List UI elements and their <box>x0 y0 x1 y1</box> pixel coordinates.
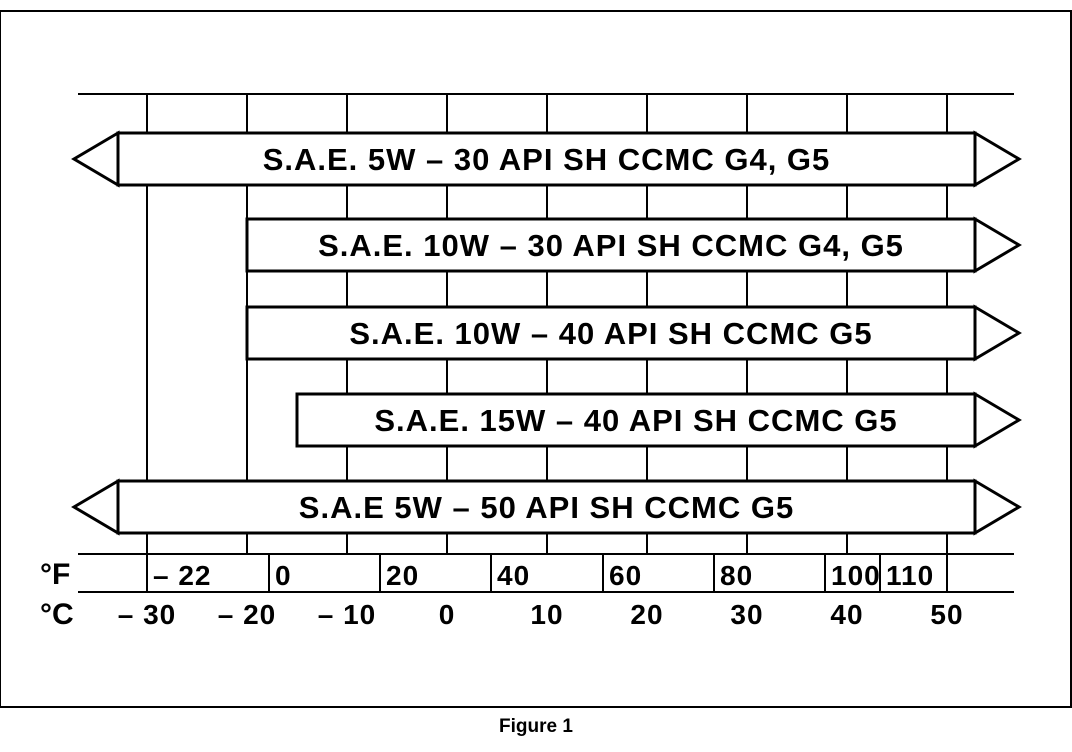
band-label: S.A.E 5W – 50 API SH CCMC G5 <box>299 490 794 525</box>
fahrenheit-tick-label: 100 <box>831 560 881 591</box>
viscosity-bands: S.A.E. 5W – 30 API SH CCMC G4, G5 S.A.E. … <box>71 130 1022 536</box>
viscosity-band: S.A.E. 5W – 30 API SH CCMC G4, G5 <box>71 130 1022 188</box>
band-arrow-right <box>973 304 1022 362</box>
celsius-tick-label: 40 <box>830 599 863 630</box>
celsius-tick-label: 30 <box>730 599 763 630</box>
figure-frame <box>0 10 1072 708</box>
fahrenheit-tick-label: – 22 <box>153 560 212 591</box>
fahrenheit-tick-label: 20 <box>386 560 419 591</box>
band-label: S.A.E. 10W – 40 API SH CCMC G5 <box>349 316 872 351</box>
fahrenheit-tick-label: 0 <box>275 560 292 591</box>
viscosity-band: S.A.E. 10W – 30 API SH CCMC G4, G5 <box>245 216 1022 274</box>
band-arrow-left <box>71 130 120 188</box>
fahrenheit-unit-label: °F <box>40 558 70 591</box>
fahrenheit-tick-label: 80 <box>720 560 753 591</box>
band-arrow-right <box>973 391 1022 449</box>
celsius-tick-label: – 10 <box>318 599 377 630</box>
fahrenheit-tick-label: 60 <box>609 560 642 591</box>
band-arrow-right <box>973 130 1022 188</box>
celsius-tick-label: 0 <box>439 599 456 630</box>
celsius-tick-label: 20 <box>630 599 663 630</box>
band-label: S.A.E. 15W – 40 API SH CCMC G5 <box>374 403 897 438</box>
band-label: S.A.E. 10W – 30 API SH CCMC G4, G5 <box>318 228 904 263</box>
viscosity-band: S.A.E. 15W – 40 API SH CCMC G5 <box>295 391 1022 449</box>
band-arrow-right <box>973 478 1022 536</box>
band-bar <box>245 217 977 273</box>
band-arrow-right <box>973 216 1022 274</box>
viscosity-band: S.A.E. 10W – 40 API SH CCMC G5 <box>245 304 1022 362</box>
viscosity-band: S.A.E 5W – 50 API SH CCMC G5 <box>71 478 1022 536</box>
celsius-tick-label: 10 <box>530 599 563 630</box>
celsius-unit-label: °C <box>40 598 74 631</box>
figure-caption: Figure 1 <box>499 716 573 737</box>
celsius-tick-label: – 30 <box>118 599 177 630</box>
band-bar <box>245 305 977 361</box>
band-label: S.A.E. 5W – 30 API SH CCMC G4, G5 <box>263 142 831 177</box>
fahrenheit-tick-label: 40 <box>497 560 530 591</box>
celsius-tick-label: 50 <box>930 599 963 630</box>
celsius-tick-label: – 20 <box>218 599 277 630</box>
fahrenheit-tick-label: 110 <box>886 560 934 591</box>
band-arrow-left <box>71 478 120 536</box>
